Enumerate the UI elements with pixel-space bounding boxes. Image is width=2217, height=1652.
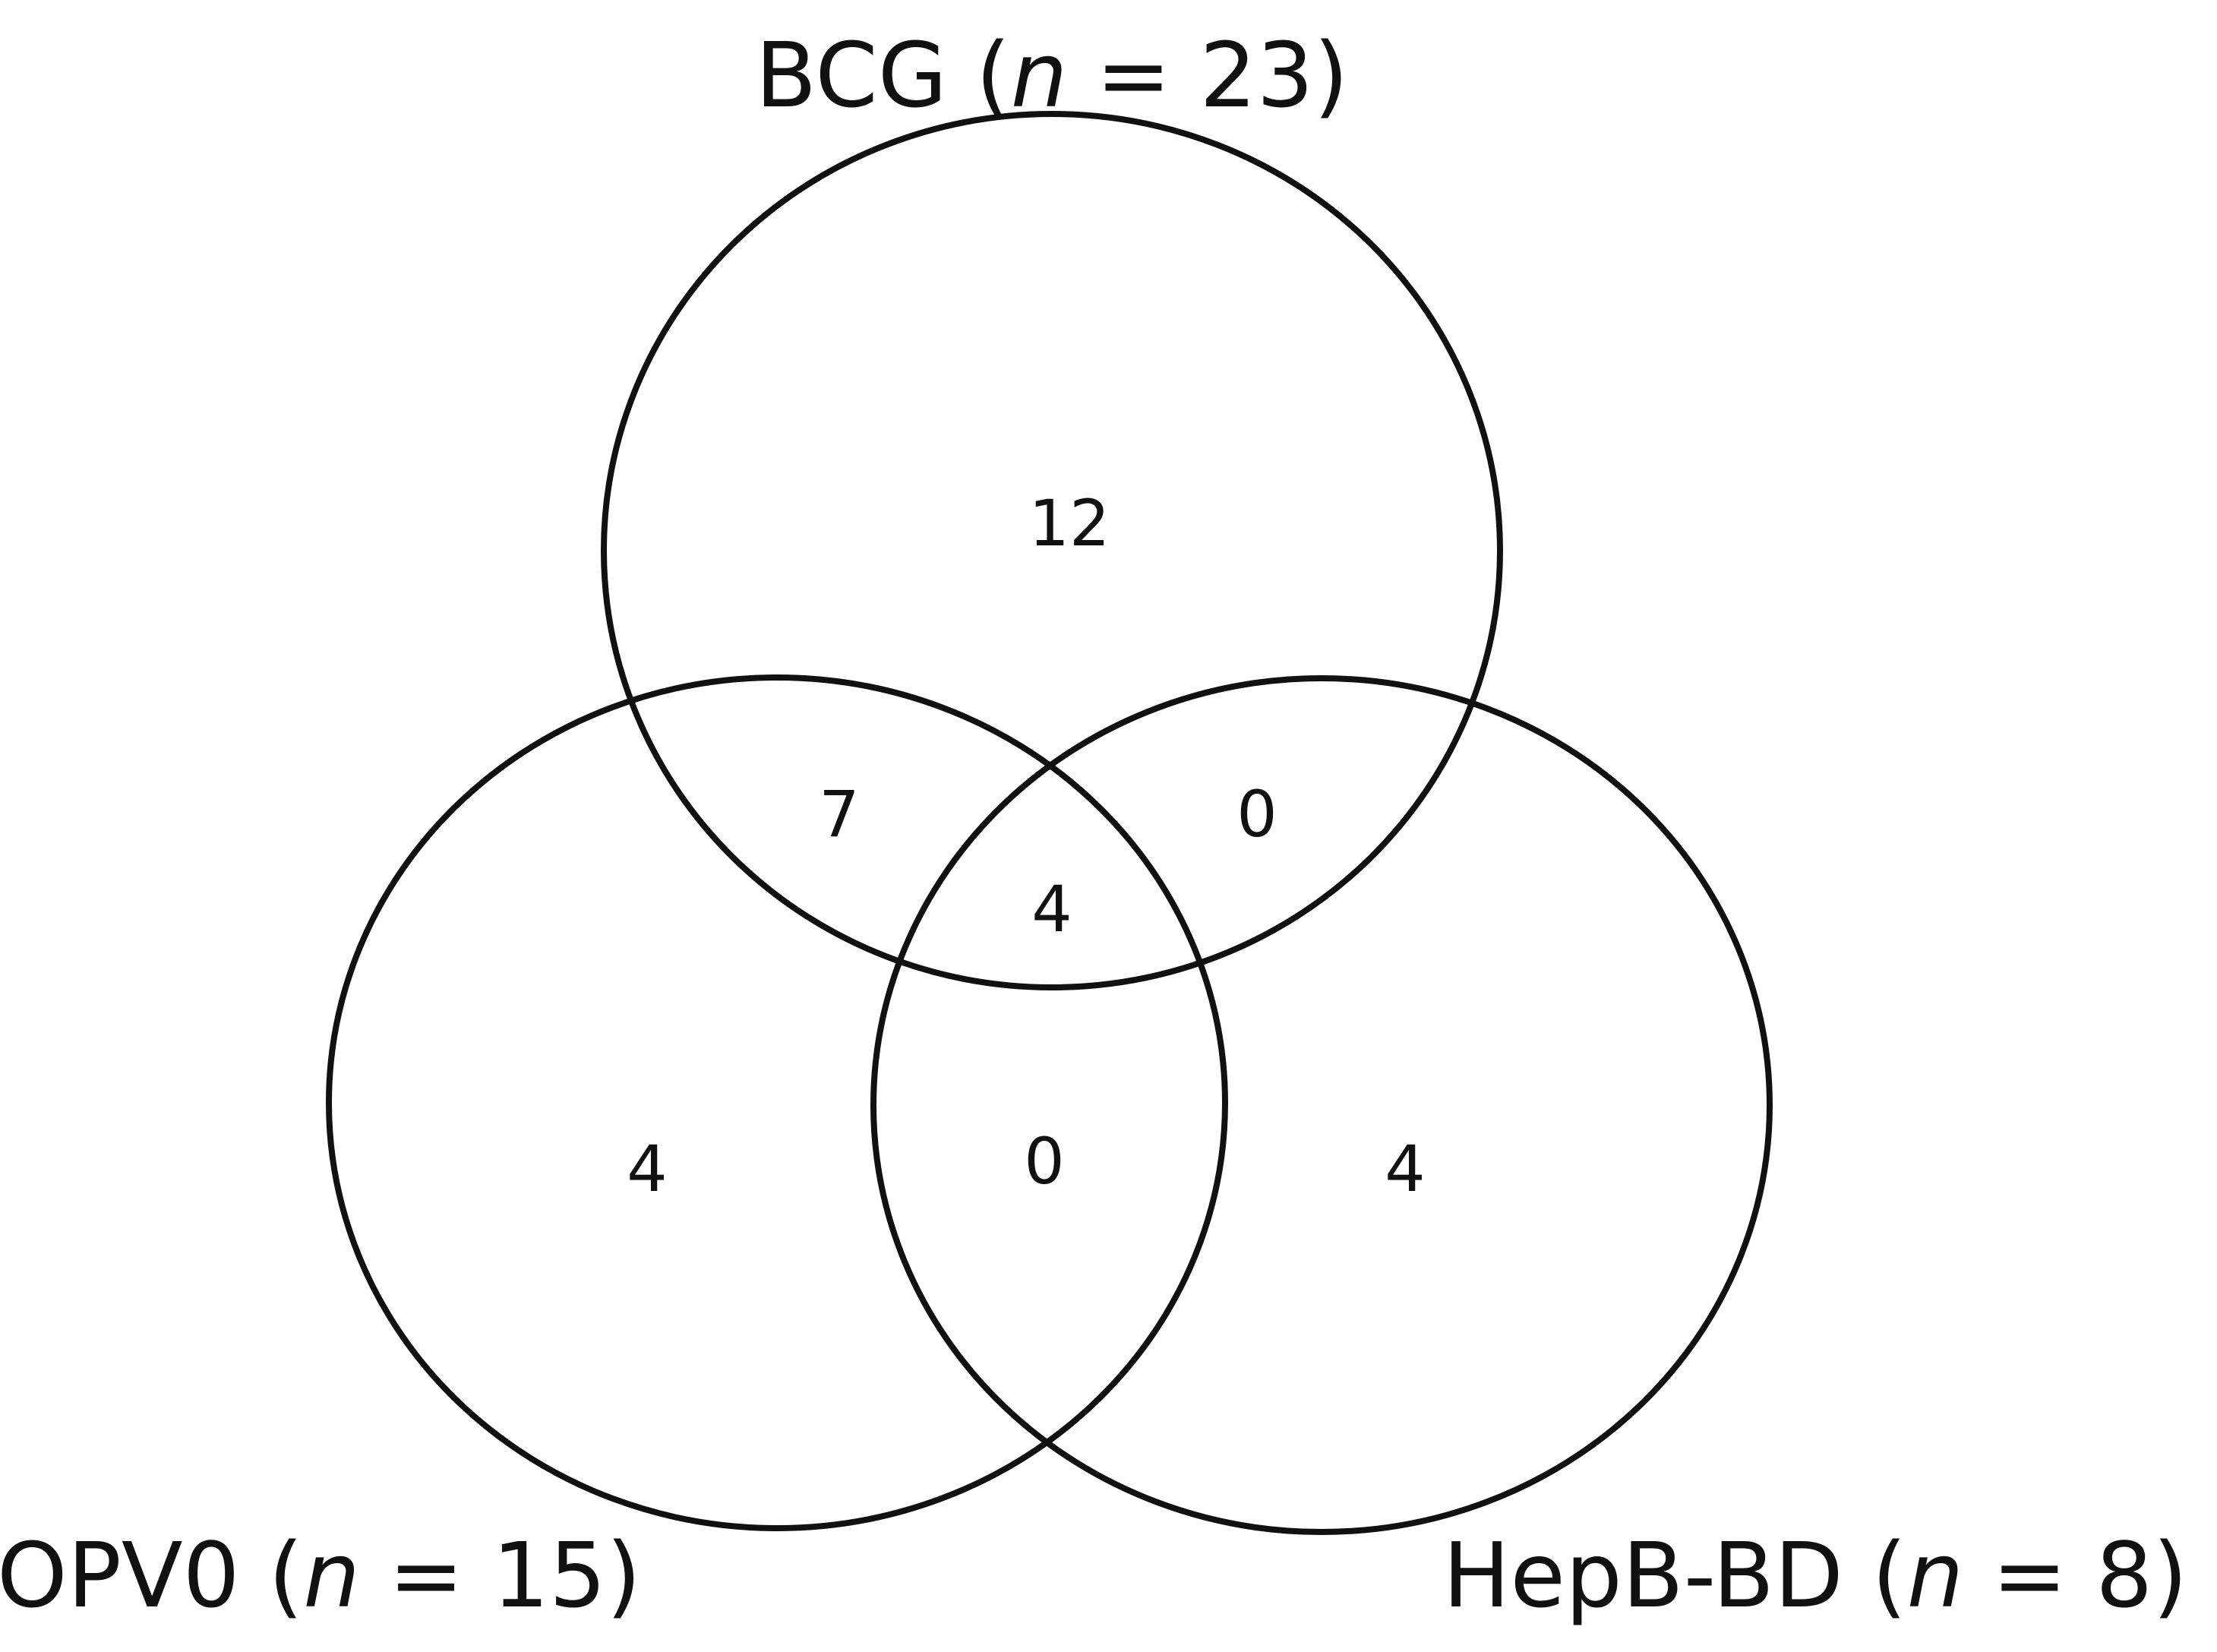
- region-bcg-opv0-count: 7: [819, 777, 859, 851]
- bcg-circle: [601, 111, 1503, 990]
- region-opv0-only-count: 4: [627, 1132, 667, 1206]
- opv0-circle: [326, 674, 1228, 1531]
- bcg-label: BCG (n = 23): [755, 23, 1348, 128]
- region-hepb-only-count: 4: [1385, 1132, 1425, 1206]
- region-bcg-hepb-count: 0: [1236, 777, 1277, 851]
- region-bcg-only-count: 12: [1029, 486, 1110, 561]
- region-opv0-hepb-count: 0: [1024, 1124, 1064, 1199]
- region-all-three-count: 4: [1031, 872, 1072, 946]
- hepb-label: HepB-BD (n = 8): [1443, 1523, 2188, 1628]
- hepb-circle: [870, 675, 1773, 1535]
- opv0-label: OPV0 (n = 15): [0, 1523, 641, 1628]
